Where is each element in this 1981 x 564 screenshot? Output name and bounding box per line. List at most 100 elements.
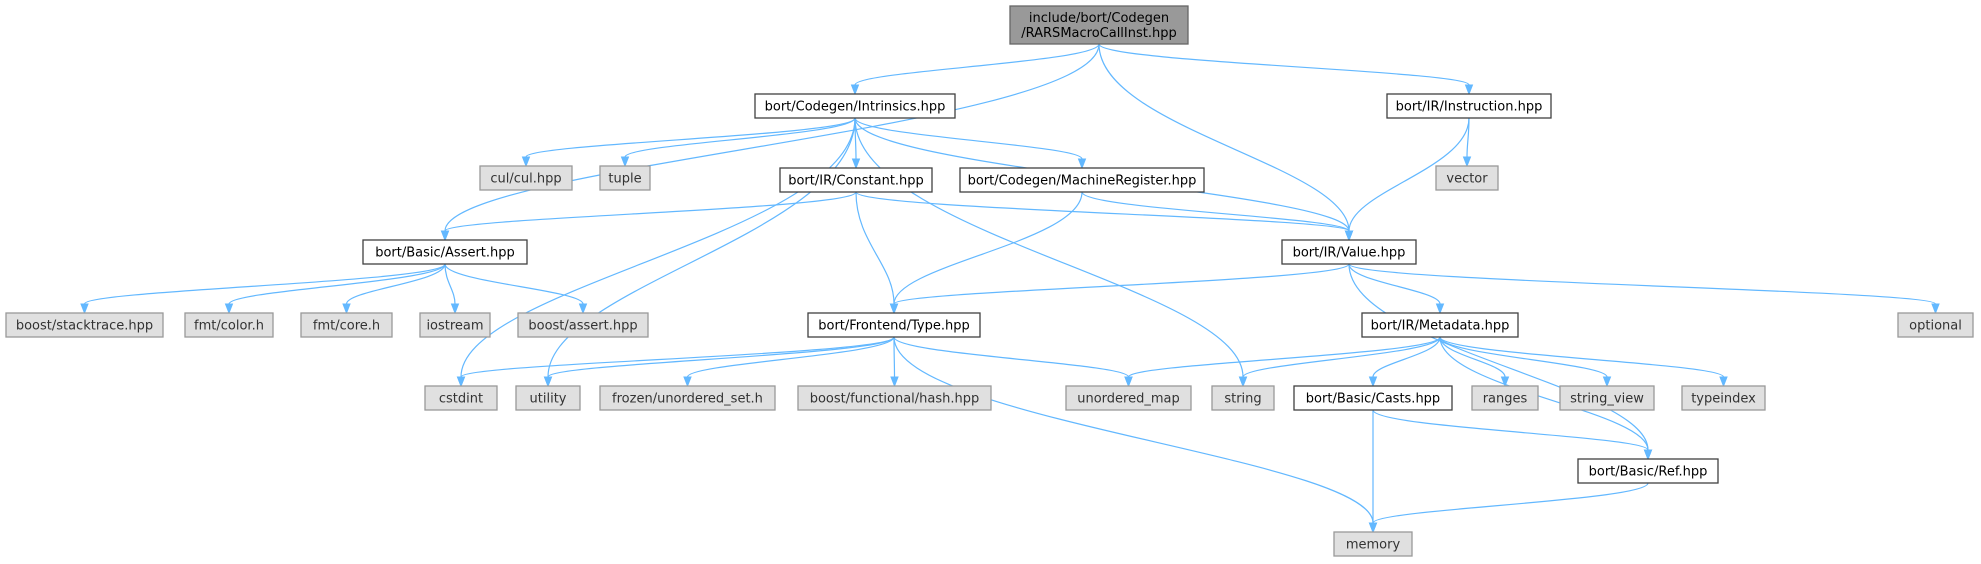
node-frozen: frozen/unordered_set.h <box>599 385 776 411</box>
node-box <box>1333 531 1413 557</box>
node-iostream: iostream <box>419 312 491 338</box>
arrowhead-icon <box>1464 84 1474 96</box>
node-box <box>1435 165 1499 191</box>
node-box <box>599 385 776 411</box>
node-ref[interactable]: bort/Basic/Ref.hpp <box>1577 458 1719 484</box>
node-label: boost/functional/hash.hpp <box>810 392 980 407</box>
node-label: fmt/core.h <box>313 319 380 334</box>
edge-metadata-to-typeindex <box>1439 336 1728 388</box>
edge-type-to-utility <box>543 336 895 388</box>
node-box <box>5 312 164 338</box>
node-box <box>797 385 992 411</box>
node-casts[interactable]: bort/Basic/Casts.hpp <box>1293 385 1453 411</box>
edge-metadata-to-string <box>1238 336 1441 388</box>
node-label: iostream <box>426 319 483 334</box>
edge-metadata-to-casts <box>1368 336 1441 388</box>
edge-assert-to-iostream <box>444 263 460 315</box>
node-instruction[interactable]: bort/IR/Instruction.hpp <box>1386 93 1552 119</box>
node-metadata[interactable]: bort/IR/Metadata.hpp <box>1361 312 1519 338</box>
node-stringview: string_view <box>1559 385 1655 411</box>
node-box <box>1281 239 1417 265</box>
node-boostassert: boost/assert.hpp <box>517 312 649 338</box>
node-box <box>300 312 393 338</box>
node-box <box>1471 385 1539 411</box>
node-box <box>1681 385 1766 411</box>
node-box <box>1211 385 1275 411</box>
node-stacktrace: boost/stacktrace.hpp <box>5 312 164 338</box>
edge-root-to-instruction <box>1098 43 1474 96</box>
arrowhead-icon <box>1719 376 1728 388</box>
arrowhead-icon <box>1931 303 1940 315</box>
edge-type-to-cstdint <box>456 336 895 388</box>
arrowhead-icon <box>889 303 899 315</box>
edge-machreg-to-value <box>1081 191 1354 242</box>
arrowhead-icon <box>521 156 531 168</box>
node-label: bort/Codegen/Intrinsics.hpp <box>765 100 946 115</box>
edge-value-to-type <box>889 263 1350 315</box>
edge-value-to-optional <box>1348 263 1940 315</box>
node-tuple: tuple <box>599 165 651 191</box>
edge-ref-to-memory <box>1368 482 1649 534</box>
node-label: typeindex <box>1691 392 1756 407</box>
node-label: bort/Codegen/MachineRegister.hpp <box>968 174 1197 189</box>
node-value[interactable]: bort/IR/Value.hpp <box>1281 239 1417 265</box>
node-label: boost/assert.hpp <box>528 319 637 334</box>
node-fmtcolor: fmt/color.h <box>184 312 274 338</box>
edge-assert-to-boostassert <box>444 263 588 315</box>
node-root[interactable]: include/bort/Codegen/RARSMacroCallInst.h… <box>1009 5 1189 45</box>
node-label: bort/IR/Instruction.hpp <box>1396 100 1543 115</box>
node-box <box>807 312 981 338</box>
arrowhead-icon <box>850 84 860 96</box>
edge-instruction-to-vector <box>1462 117 1472 168</box>
node-box <box>1361 312 1519 338</box>
edge-type-to-memory <box>893 336 1378 534</box>
node-box <box>184 312 274 338</box>
node-label: /RARSMacroCallInst.hpp <box>1021 26 1177 41</box>
node-utility: utility <box>515 385 581 411</box>
node-label: cstdint <box>439 392 483 407</box>
node-typeindex: typeindex <box>1681 385 1766 411</box>
arrowhead-icon <box>342 303 351 315</box>
node-machreg[interactable]: bort/Codegen/MachineRegister.hpp <box>959 167 1205 193</box>
node-umap: unordered_map <box>1065 385 1192 411</box>
node-box <box>1009 5 1189 45</box>
node-string: string <box>1211 385 1275 411</box>
node-label: ranges <box>1483 392 1528 407</box>
node-type[interactable]: bort/Frontend/Type.hpp <box>807 312 981 338</box>
node-assert[interactable]: bort/Basic/Assert.hpp <box>362 239 528 265</box>
edge-root-to-value <box>1098 43 1354 242</box>
edge-metadata-to-stringview <box>1439 336 1612 388</box>
arrowhead-icon <box>224 303 234 315</box>
node-constant[interactable]: bort/IR/Constant.hpp <box>779 167 933 193</box>
arrowhead-icon <box>578 303 588 315</box>
edge-casts-to-memory <box>1368 410 1378 534</box>
node-label: vector <box>1446 172 1488 187</box>
node-box <box>479 165 573 191</box>
arrowhead-icon <box>440 230 450 242</box>
arrowhead-icon <box>1077 158 1087 170</box>
edge-type-to-frozen <box>683 336 895 388</box>
edge-assert-to-stacktrace <box>80 263 446 315</box>
node-label: cul/cul.hpp <box>490 172 561 187</box>
node-box <box>1293 385 1453 411</box>
edge-root-to-intrinsics <box>850 43 1100 96</box>
arrowhead-icon <box>1368 376 1378 388</box>
node-label: optional <box>1909 319 1962 334</box>
node-label: bort/IR/Value.hpp <box>1293 246 1406 261</box>
node-box <box>1559 385 1655 411</box>
node-optional: optional <box>1897 312 1974 338</box>
edge-type-to-hash <box>890 336 899 388</box>
node-label: bort/IR/Constant.hpp <box>788 174 924 189</box>
node-label: boost/stacktrace.hpp <box>16 319 153 334</box>
node-intrinsics[interactable]: bort/Codegen/Intrinsics.hpp <box>754 93 956 119</box>
arrowhead-icon <box>543 376 553 388</box>
edge-intrinsics-to-tuple <box>620 117 856 168</box>
edge-metadata-to-ranges <box>1439 336 1510 388</box>
arrowhead-icon <box>1124 376 1133 388</box>
node-box <box>1386 93 1552 119</box>
node-label: bort/IR/Metadata.hpp <box>1371 319 1510 334</box>
node-box <box>419 312 491 338</box>
node-culcul: cul/cul.hpp <box>479 165 573 191</box>
arrowhead-icon <box>1500 376 1510 388</box>
